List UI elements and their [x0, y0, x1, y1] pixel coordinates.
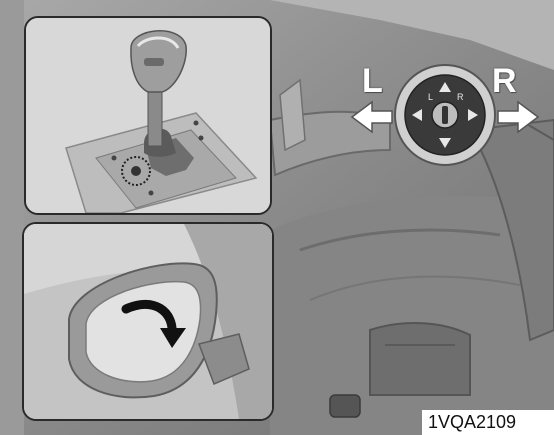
- arrow-left-icon: [352, 102, 392, 132]
- side-mirror-illustration: [24, 224, 272, 419]
- switch-letter-right: R: [457, 92, 464, 102]
- figure-code-label: 1VQA2109: [422, 410, 554, 435]
- gear-shifter-illustration: [26, 18, 270, 213]
- direction-label-left: L: [362, 64, 383, 98]
- arrow-right-icon: [498, 102, 538, 132]
- direction-label-right: R: [492, 64, 517, 98]
- shifter-inset: [24, 16, 272, 215]
- mirror-inset: [22, 222, 274, 421]
- switch-letter-left: L: [428, 92, 433, 102]
